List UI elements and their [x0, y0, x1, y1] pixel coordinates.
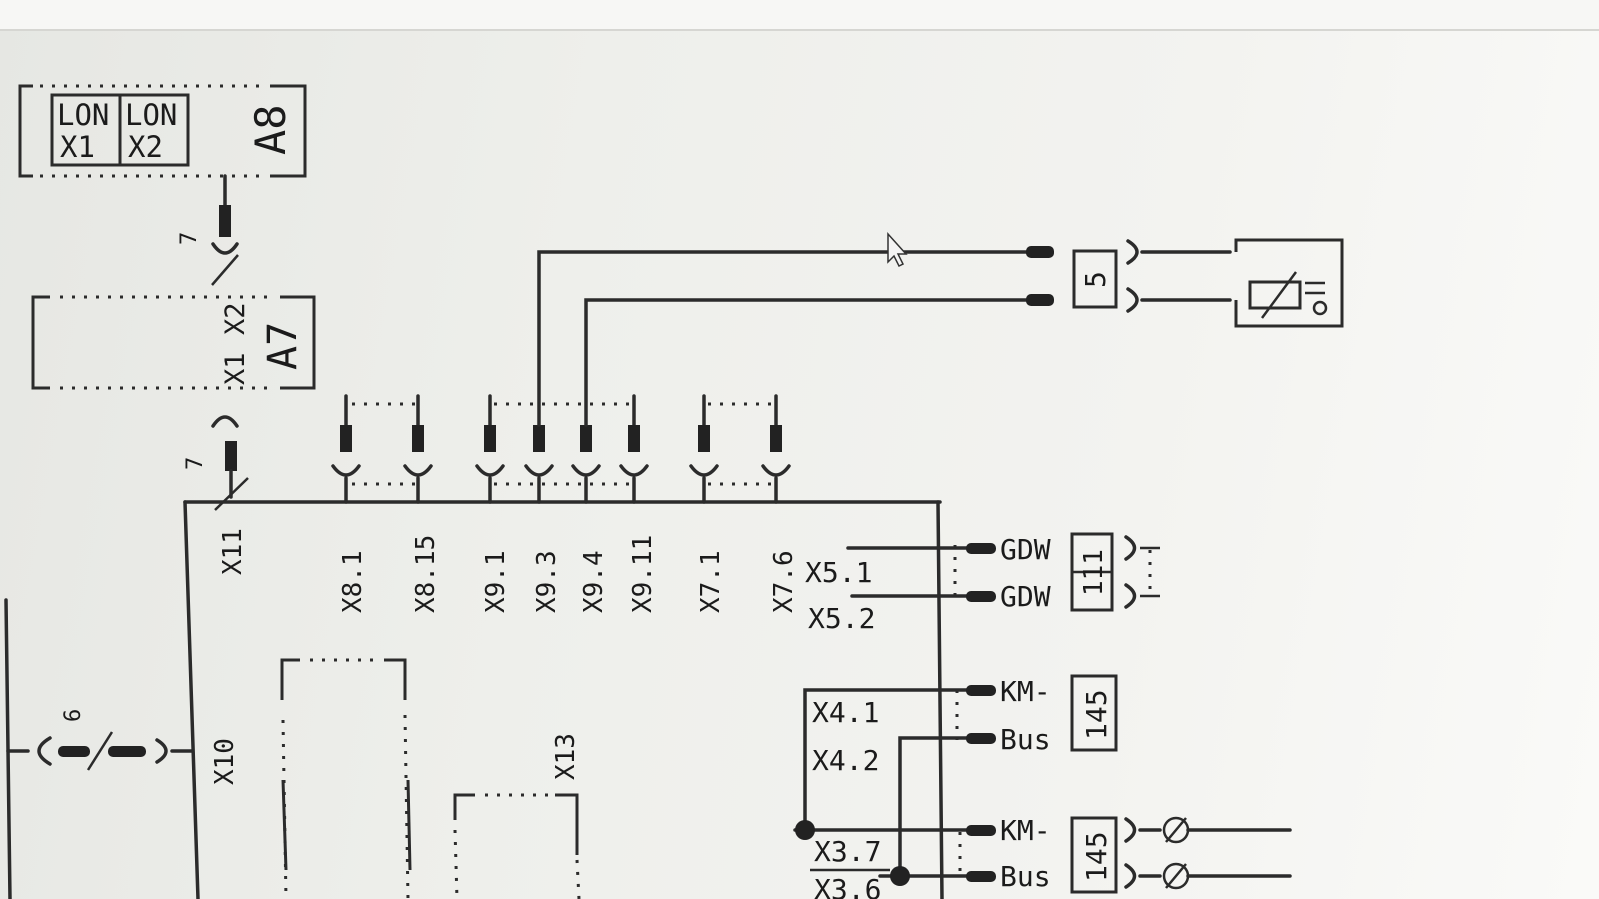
- lon-x1-label-top: LON: [57, 98, 109, 132]
- pin-x3-6: X3.6: [814, 873, 881, 899]
- component-145-lower-label: 145: [1080, 831, 1113, 882]
- lon-module-a8: LON X1 LON X2 A8: [18, 84, 307, 178]
- module-a8-label: A8: [246, 104, 295, 155]
- board-pin-labels: X11 X8.1 X8.15 X9.1 X9.3 X9.4 X9.11 X7.1…: [218, 528, 799, 613]
- pin-x7-6: X7.6: [769, 550, 799, 613]
- gdw-signal-2: GDW: [1000, 580, 1051, 613]
- pin-x11: X11: [218, 528, 248, 575]
- wire-number-7-upper: 7: [177, 232, 202, 245]
- a7-x2-label: X2: [220, 302, 251, 335]
- pin-x5-2: X5.2: [808, 602, 875, 635]
- wire-number-6: 6: [61, 709, 86, 722]
- pin-x9-1: X9.1: [481, 550, 511, 613]
- gdw-signal-1: GDW: [1000, 533, 1051, 566]
- sensor-5-label: 5: [1079, 271, 1112, 288]
- pin-x5-1: X5.1: [805, 556, 872, 589]
- pin-x13: X13: [551, 733, 581, 780]
- lon-x1-label-bottom: X1: [60, 130, 95, 164]
- cable-a8-a7-x11: 7 7: [177, 174, 249, 511]
- km-bus-signal-3: KM-: [1000, 814, 1051, 847]
- board-top-plugs: [331, 394, 791, 504]
- pin-x3-7: X3.7: [814, 835, 881, 868]
- km-bus-signal-1: KM-: [1000, 675, 1051, 708]
- window-top-strip: [0, 0, 1599, 30]
- pin-x7-1: X7.1: [696, 550, 726, 613]
- component-145-upper-label: 145: [1080, 689, 1113, 740]
- connector-x10: 6 X10: [4, 598, 240, 899]
- sensor-5: 5: [1072, 238, 1344, 328]
- sensor-wires: [537, 246, 1054, 427]
- connector-x5-gdw: X5.1 X5.2 GDW GDW 111: [805, 532, 1160, 635]
- lon-x2-label-top: LON: [125, 98, 177, 132]
- km-bus-signal-4: Bus: [1000, 860, 1051, 893]
- wire-number-7-lower: 7: [183, 457, 208, 470]
- pin-x9-4: X9.4: [579, 550, 609, 613]
- pin-x9-3: X9.3: [532, 550, 562, 613]
- connector-x3-kmbus: X3.7 X3.6 KM- Bus 145: [793, 814, 1292, 899]
- connector-x4-kmbus: X4.1 X4.2 KM- Bus 145: [803, 674, 1118, 878]
- module-a7-label: A7: [260, 322, 306, 370]
- a7-x1-label: X1: [220, 352, 251, 385]
- pin-x4-1: X4.1: [812, 696, 879, 729]
- lon-x2-label-bottom: X2: [128, 130, 163, 164]
- pin-x8-15: X8.15: [411, 535, 441, 613]
- module-a7: X1 X2 A7: [31, 295, 316, 390]
- pin-x8-1: X8.1: [338, 550, 368, 613]
- inner-blocks: X13: [280, 658, 581, 899]
- pin-x9-11: X9.11: [628, 535, 658, 613]
- component-111-label: 111: [1079, 549, 1109, 596]
- pin-x4-2: X4.2: [812, 744, 879, 777]
- km-bus-signal-2: Bus: [1000, 723, 1051, 756]
- pin-x10: X10: [210, 738, 240, 785]
- control-board: [183, 500, 944, 899]
- mouse-cursor-icon: [887, 232, 908, 268]
